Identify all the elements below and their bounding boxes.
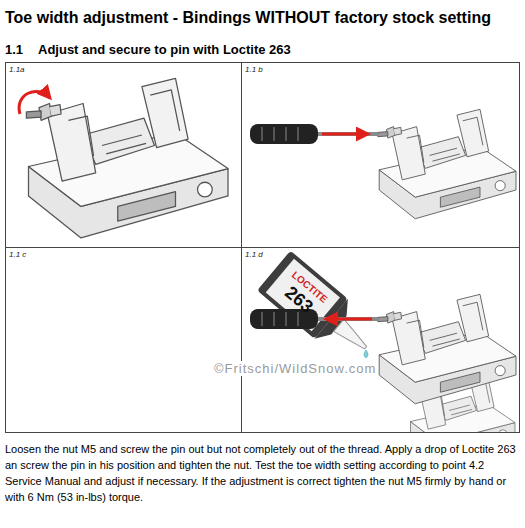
binding-panel-d — [250, 294, 516, 403]
panel-label: 1.1 d — [245, 250, 516, 259]
section-number-holder: 1.1 — [5, 40, 23, 58]
binding-panel-a — [19, 78, 228, 238]
panel-label: 1.1 b — [245, 65, 516, 74]
glue-drop — [364, 350, 368, 358]
watermark-holder: ©Fritschi/WildSnow.com — [213, 359, 377, 377]
caption-holder: Loosen the nut M5 and screw the pin out … — [5, 441, 520, 505]
panel-label: 1.1a — [9, 65, 238, 74]
title-holder: Toe width adjustment - Bindings WITHOUT … — [5, 9, 491, 27]
watermark: ©Fritschi/WildSnow.com — [213, 361, 377, 376]
caption-text: Loosen the nut M5 and screw the pin out … — [5, 441, 520, 505]
page-title: Toe width adjustment - Bindings WITHOUT … — [5, 9, 491, 26]
section-heading: Adjust and secure to pin with Loctite 26… — [38, 42, 291, 57]
section-number: 1.1 — [5, 42, 23, 57]
step-panel: 1.1 d — [241, 247, 520, 433]
section-heading-holder: Adjust and secure to pin with Loctite 26… — [38, 40, 291, 58]
panel-label: 1.1 c — [9, 250, 238, 259]
binding-panel-b — [250, 109, 516, 218]
step-panel: 1.1a — [5, 62, 242, 248]
step-panel: 1.1 b — [241, 62, 520, 248]
step-panel: 1.1 c — [5, 247, 242, 433]
